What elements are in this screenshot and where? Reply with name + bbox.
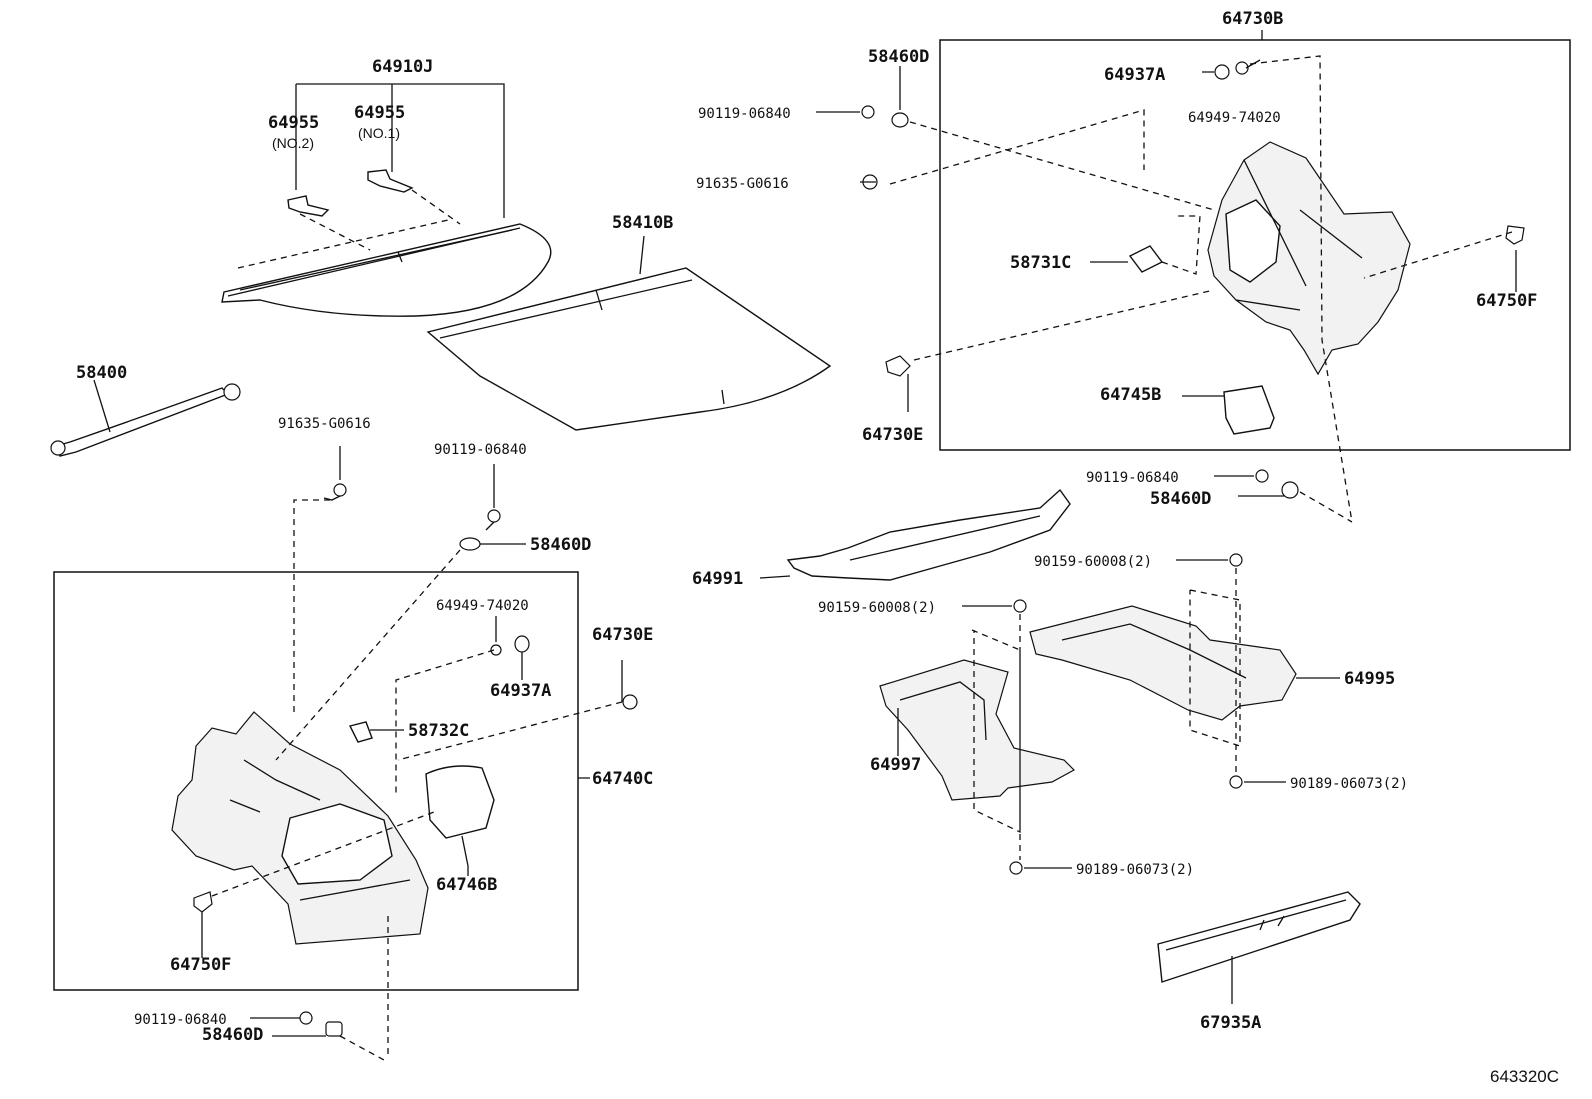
- tonneau-cover: [221, 223, 552, 317]
- tonneau-bracket-no2: [287, 195, 330, 217]
- clip-64730e-left: [622, 694, 638, 710]
- bolt-90159-b: [1013, 599, 1027, 613]
- label-64750f-left: 64750F: [170, 955, 231, 975]
- nut-58460d-mid: [1281, 481, 1299, 499]
- right-lower-leaders: [759, 559, 1340, 1004]
- deck-board-panel: [426, 267, 832, 431]
- bolt-90159-a: [1229, 553, 1243, 567]
- clip-58732c: [348, 721, 373, 743]
- labels: 64910J 64955 (NO.2) 64955 (NO.1) 58410B …: [76, 9, 1559, 1086]
- label-64955-no1: 64955: [354, 103, 405, 123]
- nut-58460d-bottom: [325, 1021, 343, 1037]
- label-58460d-mid: 58460D: [1150, 489, 1211, 509]
- label-64955-no1-note: (NO.1): [358, 125, 400, 141]
- nut-58460d-top: [891, 112, 909, 128]
- deck-board: [426, 235, 832, 431]
- bolt-90189-b: [1009, 861, 1023, 875]
- label-64955-no2: 64955: [268, 113, 319, 133]
- label-64730b: 64730B: [1222, 9, 1283, 29]
- frame-64740c: [53, 571, 579, 991]
- label-64740c: 64740C: [592, 769, 653, 789]
- bolt-90119-bottom: [299, 1011, 313, 1025]
- scuff-plate-67935a: [1157, 891, 1361, 983]
- label-90189-b: 90189-06073(2): [1076, 862, 1194, 878]
- label-90159-a: 90159-60008(2): [1034, 554, 1152, 570]
- label-58400: 58400: [76, 363, 127, 383]
- label-91635-left: 91635-G0616: [278, 416, 371, 432]
- label-58731c: 58731C: [1010, 253, 1071, 273]
- screw-64949-right: [1235, 61, 1249, 75]
- label-90119-top: 90119-06840: [698, 106, 791, 122]
- label-64937a-right: 64937A: [1104, 65, 1165, 85]
- screw-64949-left: [490, 644, 502, 656]
- label-58460d-bottom: 58460D: [202, 1025, 263, 1045]
- left-side-trim: [171, 711, 495, 945]
- right-upper-fasteners: [861, 61, 1525, 499]
- trim-panel-64746b: [425, 765, 495, 839]
- bracket-64991: [786, 488, 1071, 581]
- frame-64730b: [939, 39, 1571, 451]
- label-90119-bottom: 90119-06840: [134, 1012, 227, 1028]
- strap-58400: [50, 379, 241, 457]
- bolt-90119-mid: [1255, 469, 1269, 483]
- label-64910j: 64910J: [372, 57, 433, 77]
- label-64750f-right: 64750F: [1476, 291, 1537, 311]
- label-64991: 64991: [692, 569, 743, 589]
- label-91635-top: 91635-G0616: [696, 176, 789, 192]
- cap-64937a-left: [514, 635, 530, 653]
- clip-64750f-right: [1505, 225, 1525, 245]
- label-64995: 64995: [1344, 669, 1395, 689]
- label-90189-a: 90189-06073(2): [1290, 776, 1408, 792]
- label-64949-right: 64949-74020: [1188, 110, 1281, 126]
- label-64997: 64997: [870, 755, 921, 775]
- tonneau-cover-assembly: [221, 83, 552, 317]
- tray-64995: [1029, 605, 1297, 721]
- label-58732c: 58732C: [408, 721, 469, 741]
- right-lower-parts: [786, 488, 1361, 983]
- label-64745b: 64745B: [1100, 385, 1161, 405]
- tonneau-bracket-no1: [367, 169, 414, 193]
- cap-64937a-right: [1214, 64, 1230, 80]
- bolt-91635-left: [333, 483, 347, 497]
- trim-panel-64745b: [1223, 385, 1275, 435]
- bolt-90119-top: [861, 105, 875, 119]
- pad-58731c: [1128, 245, 1164, 273]
- label-64746b: 64746B: [436, 875, 497, 895]
- label-58410b: 58410B: [612, 213, 673, 233]
- clip-64750f-left: [193, 891, 213, 913]
- label-90159-b: 90159-60008(2): [818, 600, 936, 616]
- clip-64730e-right: [885, 355, 911, 377]
- right-upper-leaders: [816, 30, 1517, 523]
- label-64937a-left: 64937A: [490, 681, 551, 701]
- left-leaders: [201, 446, 623, 1061]
- right-lower-fasteners: [1009, 553, 1243, 875]
- label-64730e-left: 64730E: [592, 625, 653, 645]
- bolt-90189-a: [1229, 775, 1243, 789]
- label-67935a: 67935A: [1200, 1013, 1261, 1033]
- label-90119-left: 90119-06840: [434, 442, 527, 458]
- label-90119-mid: 90119-06840: [1086, 470, 1179, 486]
- label-64730e-right: 64730E: [862, 425, 923, 445]
- label-64955-no2-note: (NO.2): [272, 135, 314, 151]
- diagram-code: 643320C: [1490, 1067, 1559, 1086]
- nut-58460d-left: [459, 537, 481, 551]
- label-58460d-top: 58460D: [868, 47, 929, 67]
- right-side-trim: [1128, 141, 1411, 435]
- bolt-90119-left: [487, 509, 501, 523]
- label-58460d-left: 58460D: [530, 535, 591, 555]
- label-64949-left: 64949-74020: [436, 598, 529, 614]
- tray-64997: [879, 659, 1075, 801]
